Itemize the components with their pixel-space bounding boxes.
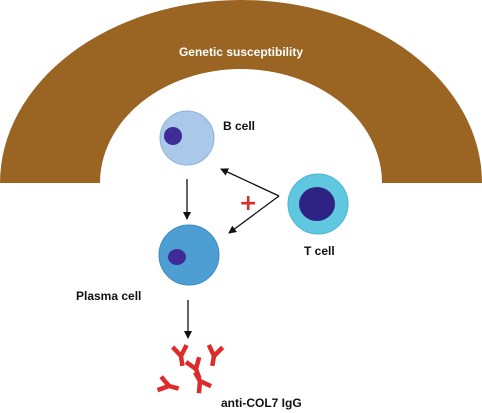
arrow-t-help-to-plasma bbox=[228, 195, 280, 234]
plasma-cell-body bbox=[158, 224, 220, 286]
antibody-2 bbox=[206, 343, 225, 367]
genetic-susceptibility-arc bbox=[0, 0, 482, 183]
arrow-t-help-to-b bbox=[220, 168, 280, 197]
plasma-cell-label: Plasma cell bbox=[76, 289, 141, 303]
antibody-4 bbox=[156, 375, 180, 393]
antibody-1 bbox=[171, 344, 189, 367]
b-cell-nucleus bbox=[164, 127, 182, 145]
b-cell-body bbox=[159, 110, 215, 166]
arc-label: Genetic susceptibility bbox=[179, 45, 303, 59]
plasma-cell-nucleus bbox=[168, 249, 186, 265]
t-cell-nucleus bbox=[299, 187, 335, 221]
t-cell bbox=[287, 173, 349, 235]
t-cell-help-plus: + bbox=[239, 191, 257, 216]
t-cell-label: T cell bbox=[304, 244, 335, 258]
plasma-cell bbox=[158, 224, 220, 286]
b-cell bbox=[159, 110, 215, 166]
antibody-label: anti-COL7 IgG bbox=[221, 396, 302, 410]
b-cell-label: B cell bbox=[223, 119, 255, 133]
antibody-5 bbox=[193, 371, 213, 394]
antibody-cluster bbox=[156, 343, 225, 394]
